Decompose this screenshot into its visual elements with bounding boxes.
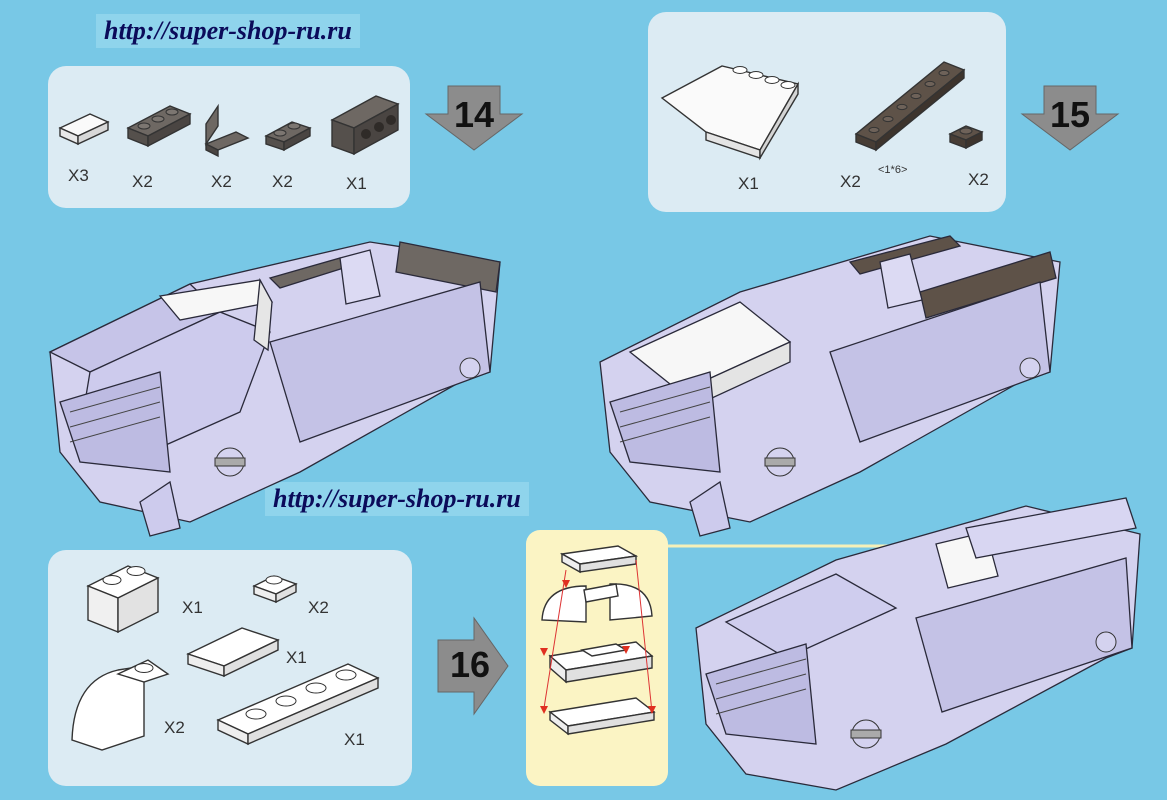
technic-brick-icon <box>330 95 400 156</box>
red-arrow-icon <box>540 648 548 656</box>
step15-parts-panel: X1 X2 <1*6> X2 <box>648 12 1006 212</box>
step14-parts-panel: X3 X2 X2 X2 X1 <box>48 66 410 208</box>
part-qty: X2 <box>272 172 293 191</box>
part-qty: X1 <box>346 174 367 193</box>
red-arrow-icon <box>540 706 548 714</box>
right-arrow-icon <box>437 616 509 716</box>
watermark-url-top[interactable]: http://super-shop-ru.ru <box>96 14 360 48</box>
red-arrow-icon <box>562 580 570 588</box>
subassembly-art <box>540 545 656 736</box>
car-model-step14 <box>48 241 501 537</box>
car-model-step16 <box>695 497 1141 791</box>
step16-parts-panel: X1 X2 X1 X2 X1 <box>48 550 412 786</box>
plate-1x2-icon <box>264 121 312 152</box>
part-qty: X1 <box>344 730 365 749</box>
red-arrow-icon <box>648 706 656 714</box>
red-arrow-icon <box>622 646 630 654</box>
part-qty: X2 <box>132 172 153 191</box>
step15-parts-art <box>660 61 984 161</box>
bracket-icon <box>204 103 250 158</box>
part-qty: X2 <box>308 598 329 617</box>
step-14-badge: 14 <box>424 85 524 151</box>
part-qty: X3 <box>68 166 89 185</box>
subassembly-panel <box>526 530 668 786</box>
tile-1x2-icon <box>58 113 110 146</box>
plate-1x6-icon <box>854 61 966 152</box>
plate-1x1-icon <box>252 575 298 604</box>
step-number: 16 <box>449 644 491 685</box>
plate-1x4-icon <box>216 663 380 746</box>
plate-1x3-icon <box>126 105 192 148</box>
step16-parts-art <box>71 565 380 751</box>
step-16-badge: 16 <box>437 616 509 716</box>
tile-1x2-icon <box>186 627 280 678</box>
step-number: 14 <box>453 94 495 135</box>
step-15-badge: 15 <box>1020 85 1120 151</box>
part-qty: X2 <box>211 172 232 191</box>
part-size-label: <1*6> <box>878 164 908 176</box>
step14-parts-art <box>58 95 400 158</box>
part-qty: X2 <box>968 170 989 189</box>
part-qty: X1 <box>286 648 307 667</box>
part-qty: X1 <box>738 174 759 193</box>
part-qty: X2 <box>840 172 861 191</box>
down-arrow-icon <box>1020 85 1120 151</box>
wedge-plate-icon <box>660 65 800 161</box>
curved-slope-icon <box>71 659 170 751</box>
plate-1x1-icon <box>948 125 984 150</box>
car-model-step15 <box>599 235 1061 537</box>
part-qty: X1 <box>182 598 203 617</box>
step-number: 15 <box>1049 94 1091 135</box>
brick-1x2-icon <box>86 565 160 634</box>
down-arrow-icon <box>424 85 524 151</box>
watermark-url-middle[interactable]: http://super-shop-ru.ru <box>265 482 529 516</box>
part-qty: X2 <box>164 718 185 737</box>
